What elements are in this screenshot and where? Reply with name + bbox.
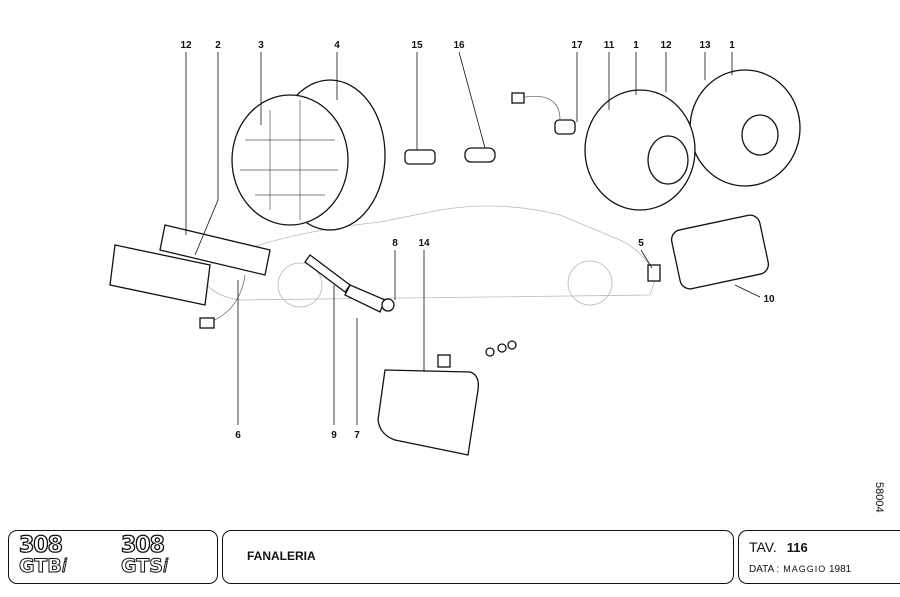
- callout-1b: 1: [729, 40, 735, 51]
- rear-lamps: [584, 69, 801, 211]
- title-box: FANALERIA: [222, 530, 734, 584]
- callout-12b: 12: [660, 40, 672, 51]
- car-outline: [199, 205, 656, 308]
- reverse-lamp: [377, 340, 517, 456]
- callout-12: 12: [180, 40, 192, 51]
- drawing-code: 58004: [873, 482, 885, 513]
- date-label: DATA :: [749, 564, 780, 575]
- callout-7: 7: [354, 430, 360, 441]
- date-month: MAGGIO: [783, 564, 827, 574]
- table-number: TAV. 116: [749, 539, 808, 555]
- table-info-box: TAV. 116 DATA :MAGGIO 1981: [738, 530, 900, 584]
- model-suffix: i: [162, 555, 169, 577]
- model-number: 308: [18, 533, 63, 558]
- tav-number: 116: [786, 540, 808, 555]
- date: DATA :MAGGIO 1981: [749, 564, 851, 575]
- callout-2: 2: [215, 40, 221, 51]
- model-logo-box: 308 GTBi 308 GTSi: [8, 530, 218, 584]
- headlamp: [231, 79, 386, 231]
- model-name: GTB: [19, 555, 63, 577]
- callout-4: 4: [334, 40, 340, 51]
- parts-diagram: 12 2 3 4 15 16 17 11 1 12 13 1 8 14 5 10…: [109, 40, 801, 456]
- callout-11: 11: [604, 40, 615, 51]
- callout-10: 10: [763, 294, 775, 305]
- callout-13: 13: [699, 40, 711, 51]
- tav-label: TAV.: [749, 539, 777, 555]
- side-marker-lamp: [647, 214, 770, 290]
- leader-lines: [185, 51, 761, 425]
- callout-9: 9: [331, 430, 337, 441]
- model-name: GTS: [121, 555, 164, 577]
- front-indicator: [109, 224, 271, 329]
- callout-6: 6: [235, 430, 241, 441]
- date-year: 1981: [829, 564, 852, 575]
- logo-308-gtsi: 308 GTSi: [120, 533, 169, 577]
- model-number: 308: [120, 533, 165, 558]
- callout-3: 3: [258, 40, 264, 51]
- callout-16: 16: [453, 40, 465, 51]
- callout-14: 14: [418, 238, 430, 249]
- callout-1: 1: [633, 40, 639, 51]
- logo-308-gtbi: 308 GTBi: [18, 533, 67, 577]
- callout-17: 17: [571, 40, 583, 51]
- callout-5: 5: [638, 238, 644, 249]
- page-title: FANALERIA: [247, 549, 316, 563]
- bulb-socket: [304, 254, 395, 313]
- callout-15: 15: [411, 40, 423, 51]
- bulbs: [404, 92, 576, 165]
- model-suffix: i: [61, 555, 67, 577]
- callout-8: 8: [392, 238, 398, 249]
